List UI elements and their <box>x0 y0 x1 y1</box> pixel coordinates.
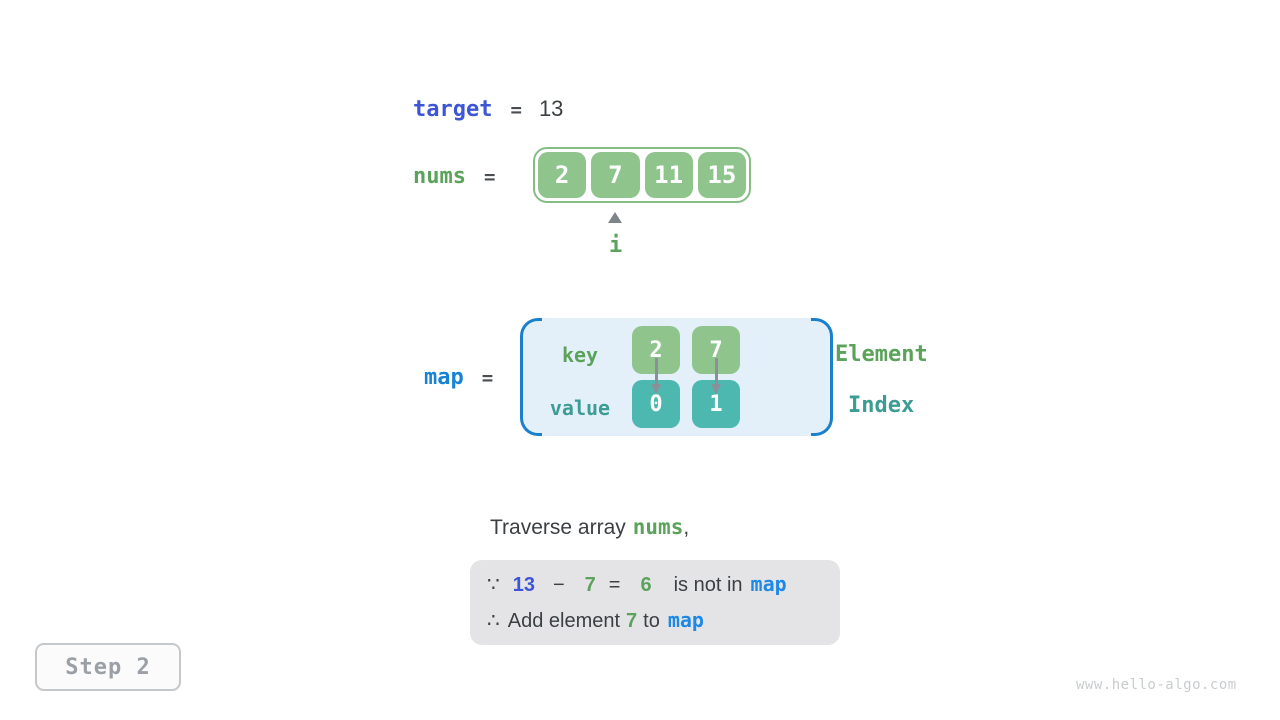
caption-comma: , <box>683 516 690 539</box>
therefore-symbol: ∴ <box>487 610 500 632</box>
equals-sign: = <box>483 166 496 188</box>
nums-variable: nums <box>413 164 466 189</box>
caption-line: Traverse array nums , <box>490 515 689 540</box>
therefore-text: Add element <box>507 610 621 632</box>
because-text: is not in <box>673 574 743 596</box>
subtrahend-value: 7 <box>584 574 596 596</box>
array-cell: 2 <box>538 152 587 198</box>
map-value-cell: 0 <box>632 380 680 428</box>
nums-array: 2 7 11 15 <box>533 147 751 203</box>
equals-sign: = <box>481 367 494 389</box>
map-row: map = <box>424 365 493 390</box>
because-symbol: ∵ <box>487 574 500 596</box>
minuend-value: 13 <box>512 574 535 596</box>
explanation-box: ∵ 13 − 7 = 6 is not in map ∴ Add element… <box>470 560 840 645</box>
step-badge: Step 2 <box>35 643 181 691</box>
element-annotation: Element <box>835 342 928 367</box>
therefore-line: ∴ Add element 7 to map <box>487 608 704 633</box>
up-arrow-icon <box>608 212 622 223</box>
array-cell: 15 <box>697 152 746 198</box>
because-line: ∵ 13 − 7 = 6 is not in map <box>487 572 787 597</box>
nums-token: nums <box>632 515 684 539</box>
equals-sign: = <box>608 574 621 596</box>
value-label: value <box>549 396 611 420</box>
index-pointer-label: i <box>609 233 623 258</box>
therefore-text-mid: to <box>643 610 660 632</box>
equals-sign: = <box>510 99 522 121</box>
caption-text: Traverse array <box>490 516 626 539</box>
map-variable: map <box>424 365 464 390</box>
array-cell: 11 <box>644 152 693 198</box>
key-label: key <box>561 343 599 367</box>
index-annotation: Index <box>848 393 915 418</box>
target-row: target = 13 <box>413 96 563 122</box>
added-value: 7 <box>626 610 638 632</box>
array-cell: 7 <box>591 152 640 198</box>
difference-value: 6 <box>640 574 652 596</box>
right-bracket-icon <box>811 318 833 436</box>
hash-map-box: key value 2 7 0 1 <box>520 318 833 436</box>
map-token: map <box>667 608 704 632</box>
target-variable: target <box>413 97 493 122</box>
watermark: www.hello-algo.com <box>1076 677 1237 693</box>
left-bracket-icon <box>520 318 542 436</box>
target-value: 13 <box>538 96 564 121</box>
map-token: map <box>750 572 787 596</box>
minus-sign: − <box>552 574 565 596</box>
down-arrow-icon <box>710 358 722 394</box>
nums-row: nums = <box>413 164 495 189</box>
down-arrow-icon <box>650 358 662 394</box>
